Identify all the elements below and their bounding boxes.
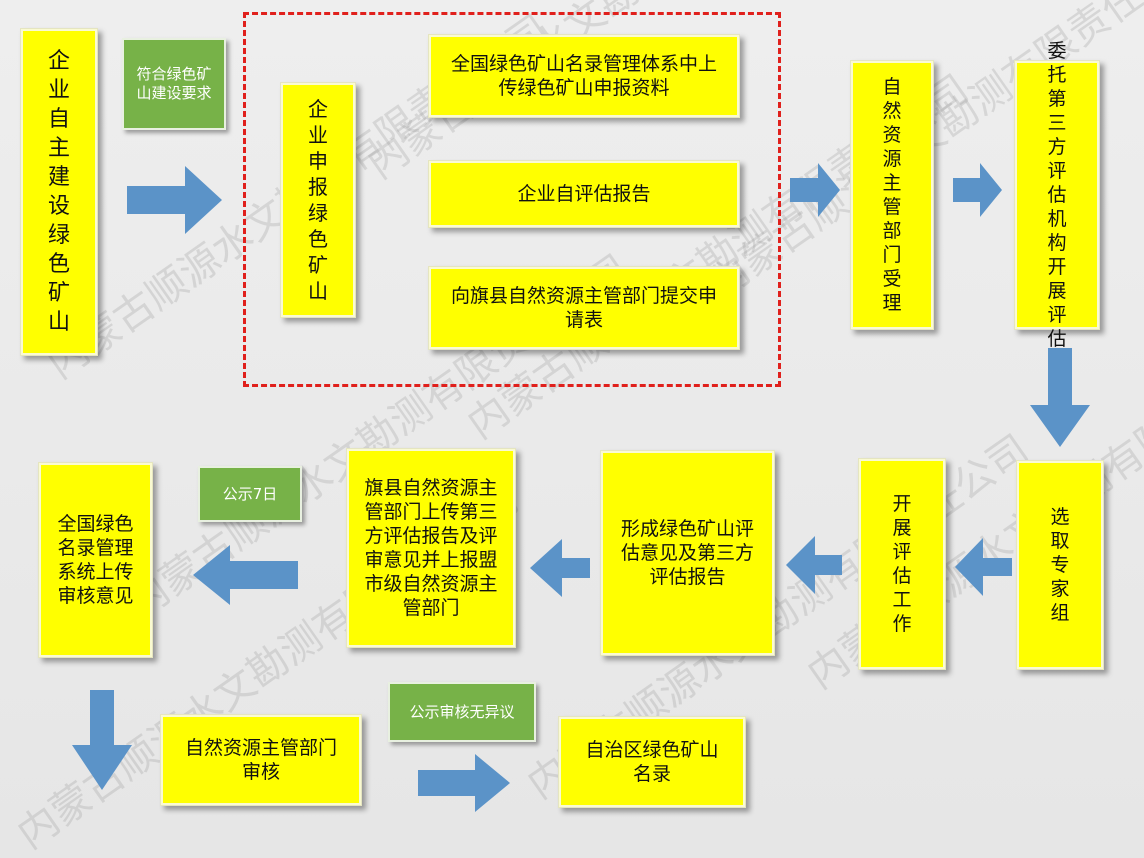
- node-label: 自然资源主管部门受理: [882, 76, 902, 314]
- label-text: 公示审核无异议: [409, 702, 515, 721]
- node-dept-review: 自然资源主管部门审核: [160, 714, 362, 806]
- node-enterprise-build: 企业自主建设绿色矿山: [20, 28, 98, 356]
- node-label: 向旗县自然资源主管部门提交申请表: [450, 285, 717, 331]
- node-label: 形成绿色矿山评估意见及第三方评估报告: [620, 518, 754, 588]
- down-arrow-icon: [1030, 348, 1090, 447]
- node-submit-form: 向旗县自然资源主管部门提交申请表: [428, 266, 740, 350]
- down-arrow-icon: [72, 690, 132, 790]
- left-arrow-icon: [530, 539, 590, 597]
- node-national-upload: 全国绿色名录管理系统上传审核意见: [38, 462, 153, 658]
- node-label: 企业自主建设绿色矿山: [47, 49, 70, 335]
- node-third-party: 委托第三方评估机构开展评估: [1014, 40, 1100, 350]
- node-region-list: 自治区绿色矿山名录: [558, 716, 746, 808]
- label-no-objection: 公示审核无异议: [388, 682, 536, 742]
- node-label: 自治区绿色矿山名录: [585, 739, 719, 785]
- node-label: 企业自评估报告: [517, 183, 651, 205]
- node-label: 自然资源主管部门审核: [184, 737, 337, 783]
- left-arrow-icon: [786, 536, 842, 594]
- label-publicity-7: 公示7日: [198, 466, 302, 522]
- left-arrow-icon: [193, 545, 298, 605]
- node-county-upload: 旗县自然资源主管部门上传第三方评估报告及评审意见并上报盟市级自然资源主管部门: [346, 448, 516, 648]
- left-arrow-icon: [955, 538, 1012, 596]
- node-label: 开展评估工作: [892, 493, 912, 635]
- node-label: 企业申报绿色矿山: [308, 97, 328, 303]
- node-label: 全国绿色名录管理系统上传审核意见: [57, 513, 134, 607]
- node-label: 选取专家组: [1050, 506, 1070, 624]
- node-dept-accept: 自然资源主管部门受理: [850, 60, 934, 330]
- node-label: 委托第三方评估机构开展评估: [1047, 40, 1067, 350]
- application-group-frame: [243, 12, 781, 387]
- node-evaluate: 开展评估工作: [858, 458, 946, 670]
- label-text: 公示7日: [222, 484, 278, 503]
- right-arrow-icon: [790, 163, 840, 217]
- node-select-experts: 选取专家组: [1016, 460, 1104, 670]
- node-upload-materials: 全国绿色矿山名录管理体系中上传绿色矿山申报资料: [428, 34, 740, 118]
- label-meet-requirements: 符合绿色矿山建设要求: [122, 38, 226, 130]
- node-enterprise-apply: 企业申报绿色矿山: [280, 82, 356, 318]
- right-arrow-icon: [418, 754, 510, 812]
- right-arrow-icon: [127, 166, 222, 234]
- node-form-opinion: 形成绿色矿山评估意见及第三方评估报告: [600, 450, 775, 656]
- node-label: 全国绿色矿山名录管理体系中上传绿色矿山申报资料: [450, 53, 717, 99]
- label-text: 符合绿色矿山建设要求: [136, 65, 212, 102]
- node-label: 旗县自然资源主管部门上传第三方评估报告及评审意见并上报盟市级自然资源主管部门: [364, 477, 498, 619]
- node-self-report: 企业自评估报告: [428, 160, 740, 228]
- right-arrow-icon: [953, 163, 1002, 217]
